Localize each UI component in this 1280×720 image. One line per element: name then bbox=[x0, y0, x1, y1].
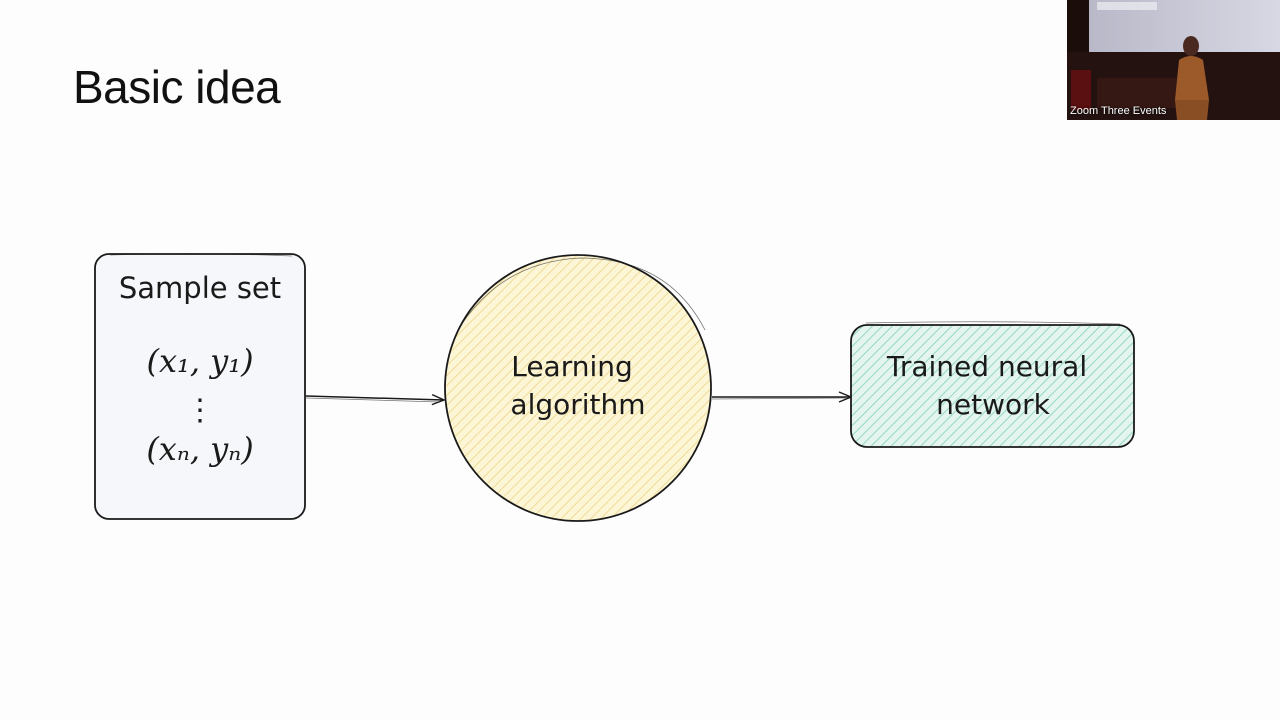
learning-algorithm-node: Learning algorithm bbox=[444, 254, 712, 522]
slide-title: Basic idea bbox=[73, 61, 281, 113]
sample-set-label: Sample set bbox=[119, 271, 281, 305]
sample-set-node: Sample set (x₁, y₁) ⋮ (xₙ, yₙ) bbox=[94, 253, 306, 520]
speaker-video[interactable]: Zoom Three Events bbox=[1067, 0, 1280, 120]
network-label-line1: Trained neural bbox=[886, 350, 1087, 383]
speaker-video-label: Zoom Three Events bbox=[1070, 105, 1167, 117]
edge-learning-to-network bbox=[711, 397, 851, 399]
network-label-line2: network bbox=[936, 388, 1050, 421]
learning-label-line1: Learning bbox=[511, 350, 633, 383]
sample-pair-first: (x₁, y₁) bbox=[146, 342, 253, 380]
sample-pair-last: (xₙ, yₙ) bbox=[146, 430, 253, 468]
edge-sample-to-learning bbox=[305, 396, 444, 402]
trained-network-node: Trained neural network bbox=[850, 321, 1135, 448]
sample-dots: ⋮ bbox=[185, 393, 215, 428]
speaker-video-frame bbox=[1067, 0, 1280, 120]
learning-label-line2: algorithm bbox=[510, 388, 645, 421]
